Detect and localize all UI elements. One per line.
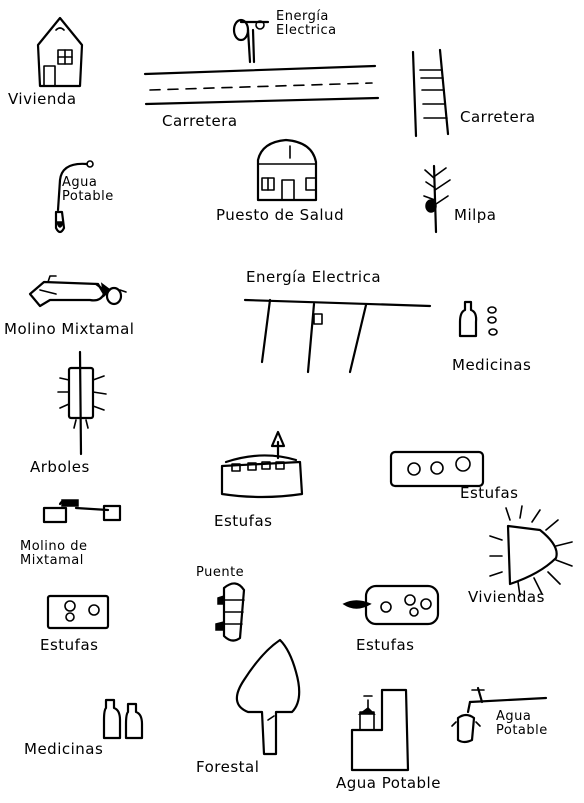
mill-small-icon bbox=[42, 499, 122, 524]
label-milpa: Milpa bbox=[454, 206, 497, 224]
label-forestal: Forestal bbox=[196, 758, 260, 776]
label-molino-mixtamal: Molino Mixtamal bbox=[4, 320, 135, 338]
road-icon bbox=[143, 64, 380, 106]
label-arboles: Arboles bbox=[30, 458, 90, 476]
label-medicinas-2: Medicinas bbox=[24, 740, 104, 758]
water-tap-icon bbox=[54, 160, 94, 234]
stove-two-burner-icon bbox=[46, 594, 110, 630]
bridge-icon bbox=[215, 582, 246, 642]
electric-pole-icon bbox=[232, 18, 270, 64]
label-puente: Puente bbox=[196, 565, 245, 580]
health-post-icon bbox=[256, 138, 318, 202]
medicine-bottle-icon bbox=[458, 300, 498, 338]
tree-icon bbox=[57, 350, 107, 456]
stove-three-burner-icon bbox=[389, 450, 485, 488]
label-energia-electrica-mid: Energía Electrica bbox=[246, 268, 382, 286]
water-tap-small-icon bbox=[451, 686, 548, 744]
medicine-bottles-icon bbox=[102, 698, 144, 740]
label-viviendas: Viviendas bbox=[468, 588, 545, 606]
label-estufas-2: Estufas bbox=[460, 484, 519, 502]
label-carretera-1: Carretera bbox=[162, 112, 238, 130]
label-puesto-de-salud: Puesto de Salud bbox=[216, 206, 345, 224]
label-agua-potable-2: Agua Potable bbox=[336, 774, 441, 792]
label-estufas-3: Estufas bbox=[40, 636, 99, 654]
label-vivienda: Vivienda bbox=[8, 90, 77, 108]
corn-plant-icon bbox=[423, 164, 451, 234]
stove-boat-icon bbox=[220, 430, 304, 499]
label-energia-electrica-top: Energía Electrica bbox=[276, 9, 337, 38]
label-agua-potable-1: Agua Potable bbox=[62, 175, 114, 204]
label-molino-de-mixtamal: Molino de Mixtamal bbox=[20, 539, 88, 568]
houses-sunburst-icon bbox=[489, 505, 573, 597]
label-estufas-4: Estufas bbox=[356, 636, 415, 654]
label-estufas-1: Estufas bbox=[214, 512, 273, 530]
power-lines-icon bbox=[243, 298, 432, 374]
forest-tree-icon bbox=[235, 638, 301, 756]
label-medicinas-1: Medicinas bbox=[452, 356, 532, 374]
stove-rounded-icon bbox=[342, 584, 440, 626]
water-tank-icon bbox=[350, 688, 410, 772]
label-agua-potable-3: Agua Potable bbox=[496, 709, 548, 738]
label-carretera-2: Carretera bbox=[460, 108, 536, 126]
house-icon bbox=[36, 16, 84, 88]
road-ladder-icon bbox=[411, 48, 450, 138]
mill-icon bbox=[28, 275, 127, 308]
